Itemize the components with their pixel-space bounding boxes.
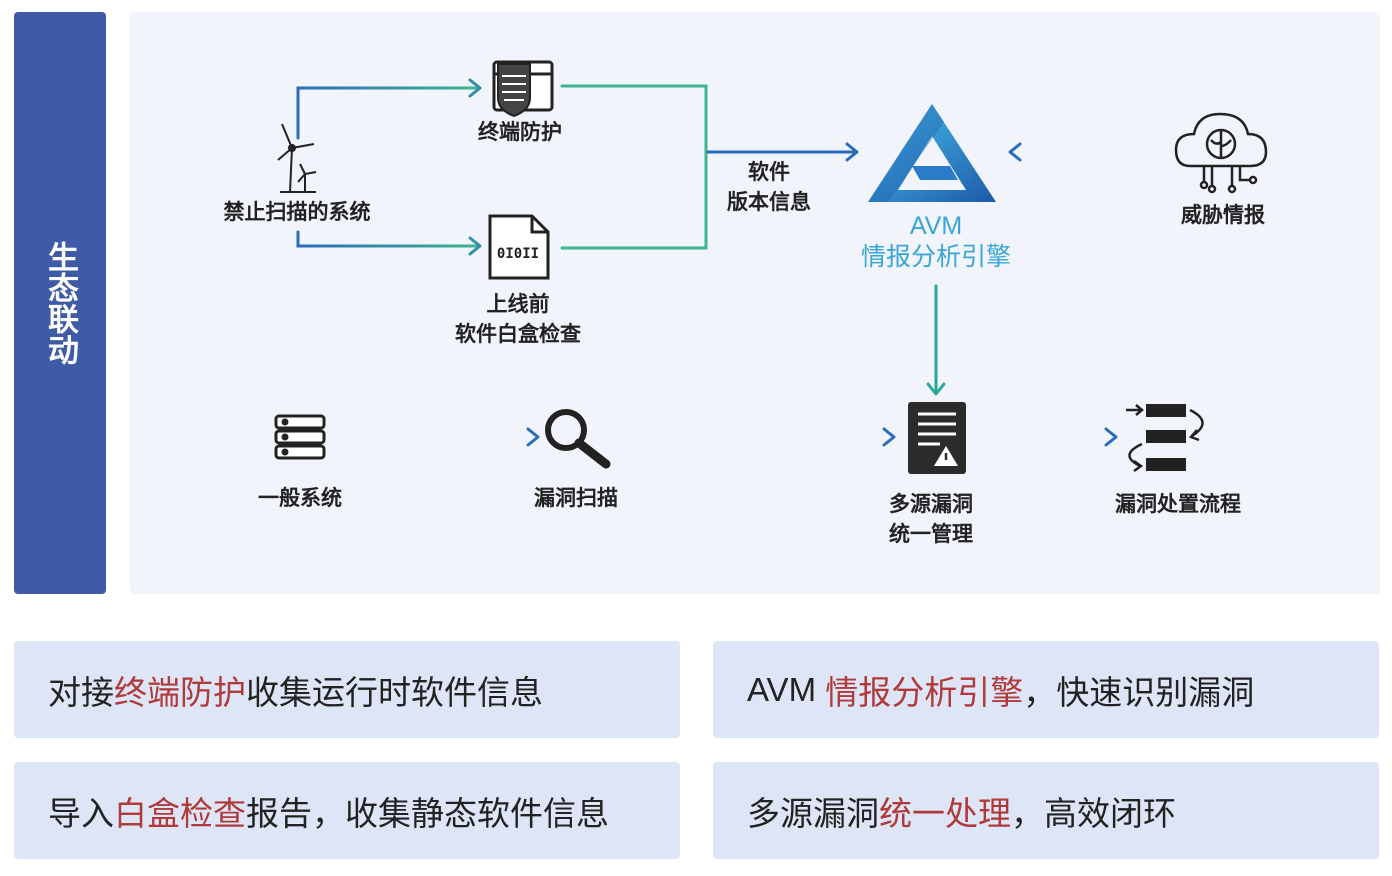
sidebar: 生态联动 [14,12,106,594]
card-text-highlight: 白盒检查 [114,794,246,832]
wind-turbine-icon [277,123,317,193]
feature-card-endpoint: 对接终端防护收集运行时软件信息 [14,641,680,738]
binary-file-icon: 0I0II [488,214,550,280]
edge-banned-to-whitebox [296,230,480,248]
document-warning-icon [908,402,966,474]
arrowhead [1008,142,1022,162]
avm-triangle-logo [868,104,996,202]
arrowhead [1104,427,1118,447]
label-banned-systems: 禁止扫描的系统 [223,201,371,224]
magnifier-icon [545,409,611,469]
arrowhead [926,382,946,396]
label-vuln-scan: 漏洞扫描 [534,487,618,510]
label-avm-engine-line2: 情报分析引擎 [860,243,1012,271]
label-software-version: 软件 版本信息 [727,158,811,218]
edge-banned-to-endpoint [296,86,480,140]
card-text-highlight: 情报分析引擎 [825,673,1024,711]
card-text-pre: 导入 [48,794,114,832]
label-threat-intel: 威胁情报 [1181,204,1265,227]
label-endpoint-protection: 终端防护 [478,121,562,144]
arrowhead [845,142,859,162]
label-whitebox-line2: 软件白盒检查 [455,323,581,346]
diagram-panel [130,12,1380,594]
card-text-post: 收集运行时软件信息 [246,673,543,711]
card-text-highlight: 终端防护 [114,673,246,711]
label-software-version-line2: 版本信息 [727,191,811,214]
label-avm-engine-line1: AVM [909,212,963,240]
arrowhead [526,427,540,447]
card-text-post: 报告，收集静态软件信息 [246,794,609,832]
feature-card-whitebox: 导入白盒检查报告，收集静态软件信息 [14,762,680,859]
card-text-post: ，高效闭环 [1011,794,1176,832]
label-vuln-process: 漏洞处置流程 [1115,493,1241,516]
arrowheads [468,78,1118,447]
process-flow-icon [1126,404,1204,473]
label-whitebox-line1: 上线前 [486,293,550,316]
label-whitebox: 上线前 软件白盒检查 [455,290,581,350]
feature-card-unified: 多源漏洞统一处理，高效闭环 [713,762,1379,859]
label-software-version-line1: 软件 [748,161,790,184]
card-text-pre: 多源漏洞 [747,794,879,832]
edge-endpoint-to-merge [560,84,708,250]
arrowhead [468,78,482,98]
server-stack-icon [274,414,326,460]
label-multi-source-line1: 多源漏洞 [889,493,973,516]
arrowhead [882,427,896,447]
label-multi-source-line2: 统一管理 [889,523,973,546]
arrowhead [468,236,482,256]
shield-window-icon [492,60,554,118]
card-text-pre: AVM [747,670,826,708]
svg-text:0I0II: 0I0II [497,246,539,262]
connectors [296,84,1177,439]
label-avm-engine: AVM 情报分析引擎 [861,211,1011,273]
card-text-highlight: 统一处理 [879,794,1011,832]
card-text-post: ，快速识别漏洞 [1023,673,1255,711]
card-text-pre: 对接 [48,673,114,711]
feature-card-engine: AVM 情报分析引擎，快速识别漏洞 [713,641,1379,738]
label-multi-source: 多源漏洞 统一管理 [889,490,973,550]
sidebar-label: 生态联动 [43,241,78,365]
brain-cloud-icon [1174,112,1268,194]
label-general-system: 一般系统 [258,487,342,510]
